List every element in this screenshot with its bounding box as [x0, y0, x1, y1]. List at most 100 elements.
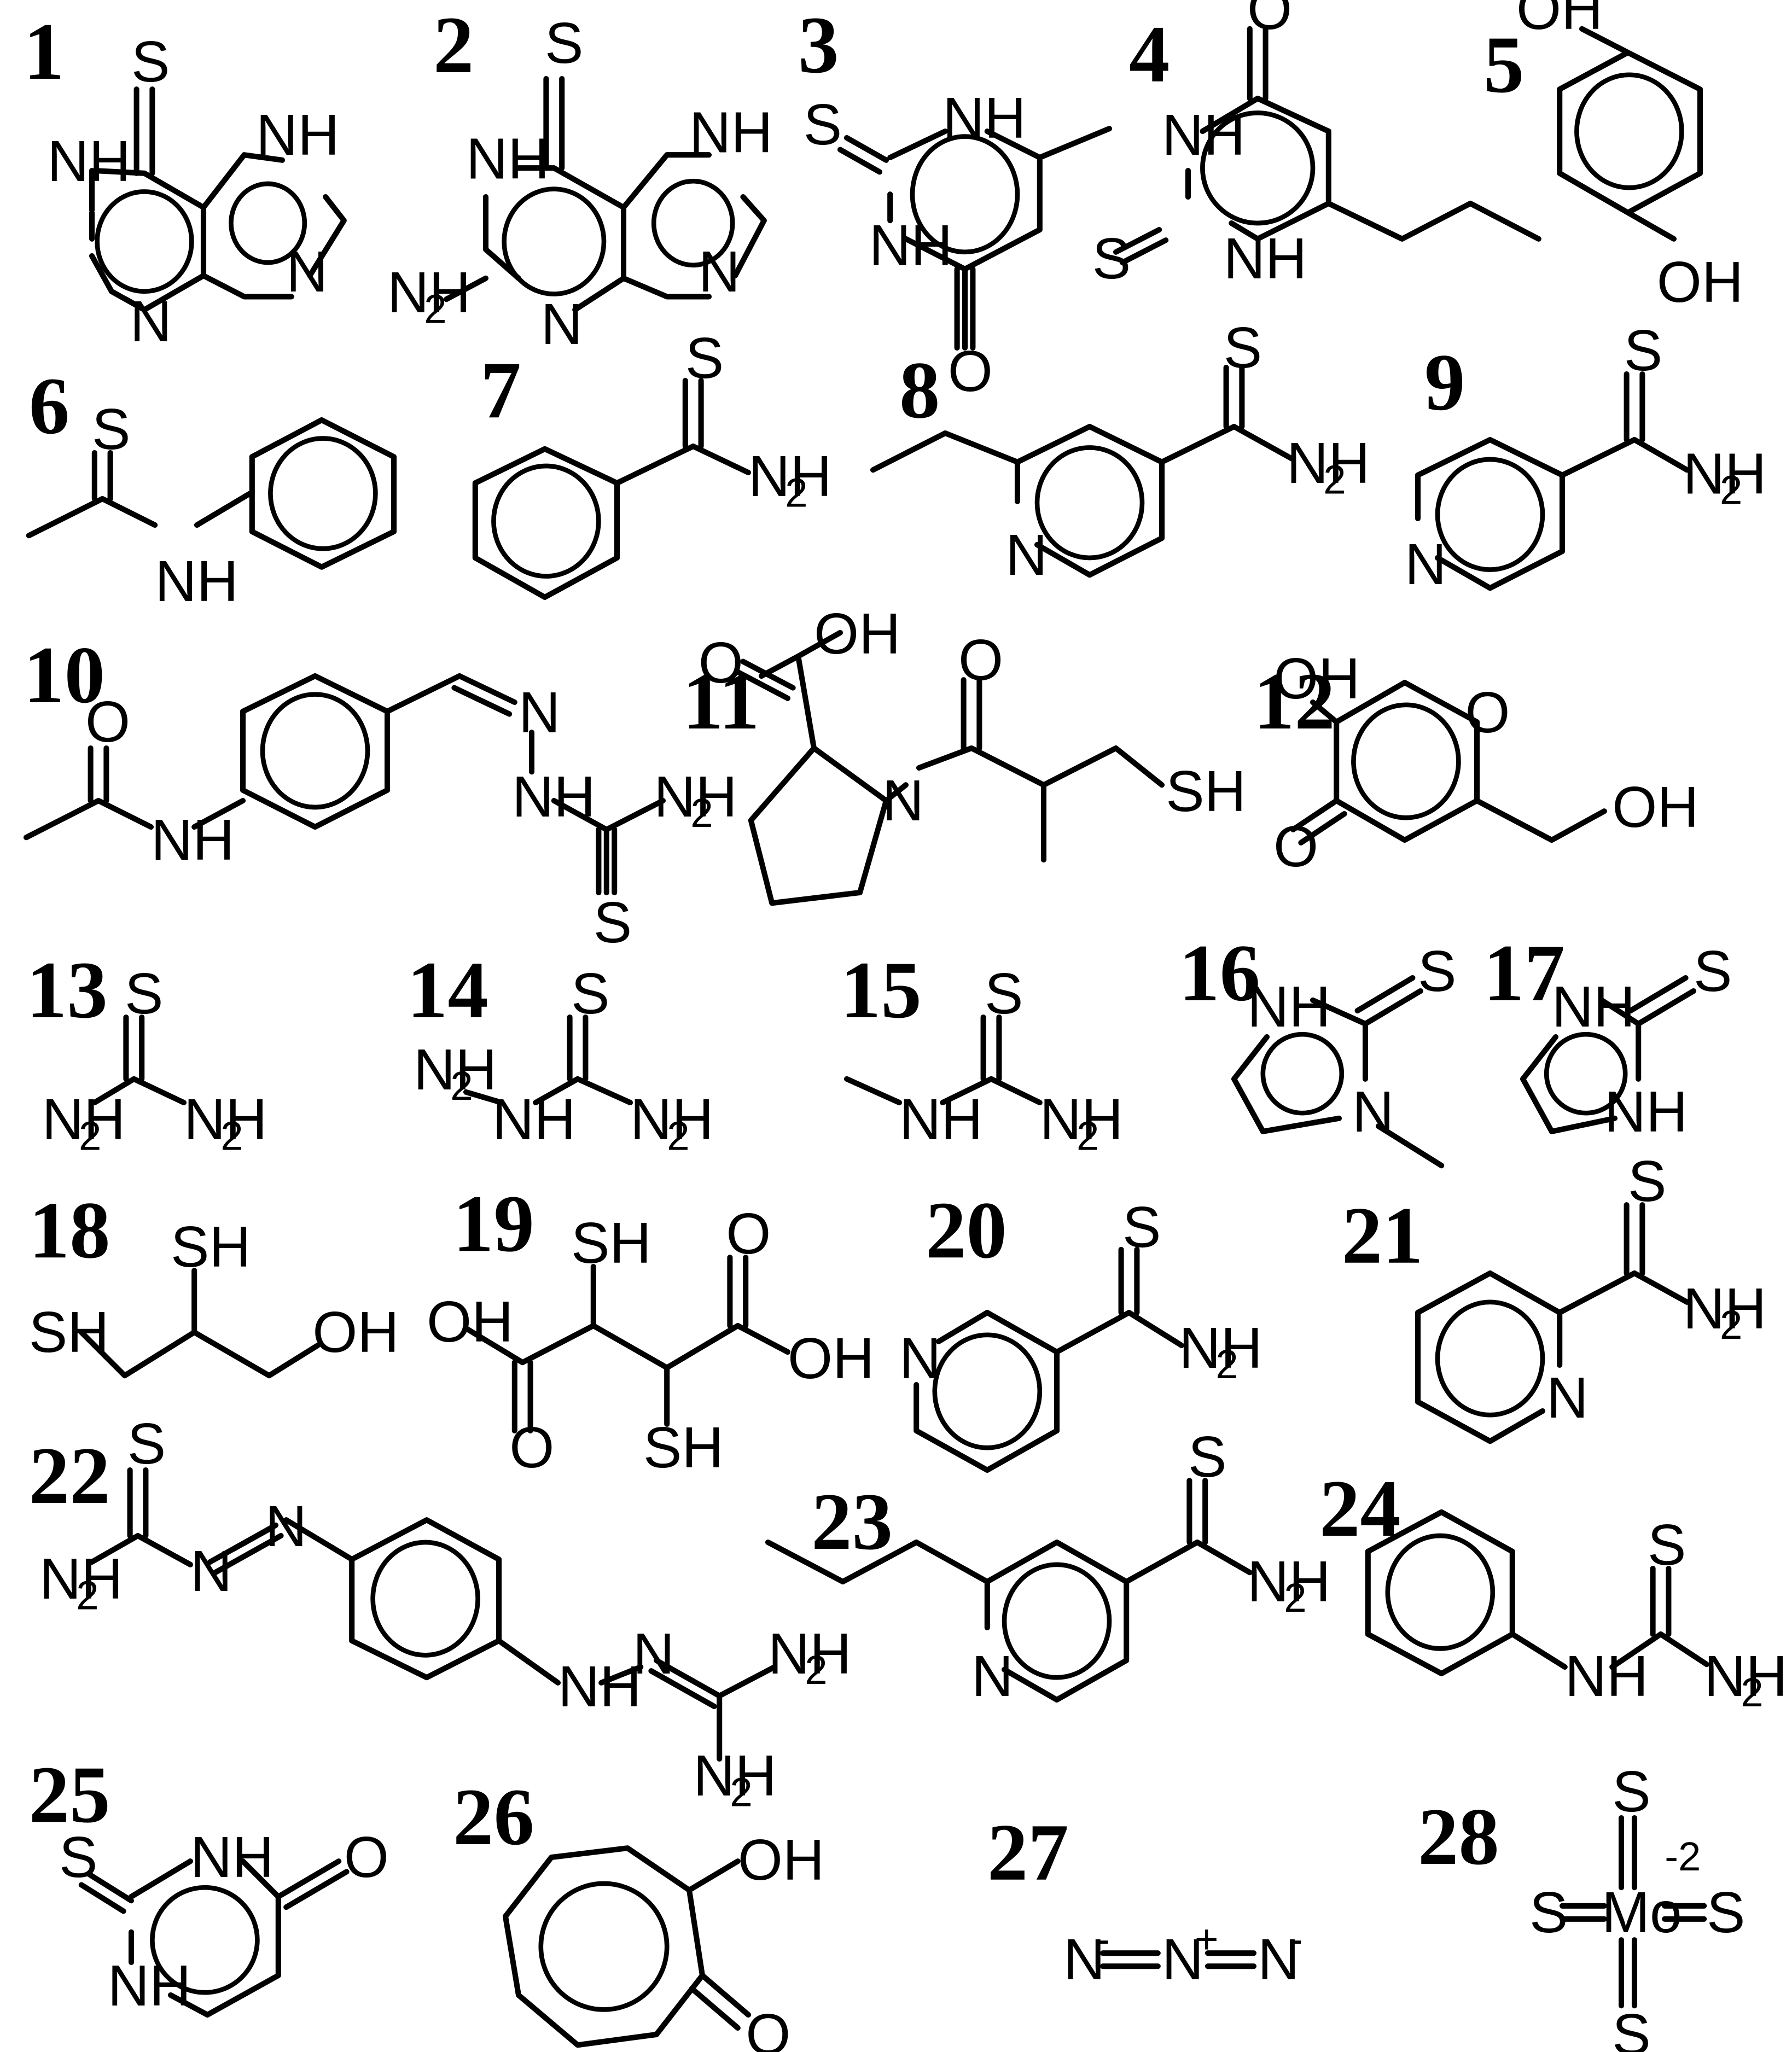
aromatic-ring-circle	[95, 189, 194, 294]
compound-17-structure: S NH NH	[1520, 939, 1732, 1144]
atom-label: 2	[667, 1113, 689, 1158]
atom-label: NH	[466, 126, 550, 191]
atom-label: N	[1546, 1366, 1588, 1430]
atom-label: NH	[1247, 975, 1331, 1039]
compound-14-structure: S NH2 NH NH2	[414, 961, 714, 1159]
compound-27-structure: N- N+ N-	[1063, 1916, 1303, 1992]
bond-lines	[887, 126, 1113, 351]
compound-number-5: 5	[1483, 20, 1524, 110]
compound-number-3: 3	[798, 0, 839, 90]
bond-lines	[980, 1014, 1002, 1082]
atom-label: -	[1096, 1916, 1110, 1962]
atom-label: S	[127, 1412, 166, 1476]
atom-label: N	[971, 1644, 1013, 1709]
bond-lines	[1650, 1565, 1672, 1637]
atom-label: S	[594, 890, 632, 955]
atom-label: S	[685, 326, 724, 390]
atom-label: 2	[1720, 468, 1742, 513]
atom-label: SH	[643, 1415, 724, 1480]
atom-label: SH	[171, 1215, 251, 1279]
bond-lines	[1627, 975, 1697, 1027]
compound-25-structure: S NH O NH	[59, 1825, 389, 2018]
atom-label: 2	[79, 1113, 101, 1158]
compound-number-18: 18	[29, 1185, 110, 1275]
compound-20-structure: S N NH2	[899, 1195, 1262, 1473]
atom-label: N	[699, 240, 740, 304]
bond-lines	[511, 1360, 533, 1434]
aromatic-ring-circle	[1351, 702, 1461, 820]
bond-lines	[528, 730, 666, 896]
bond-lines	[78, 1268, 321, 1379]
atom-label: NH	[869, 213, 953, 278]
compound-number-23: 23	[811, 1477, 893, 1567]
bond-lines	[78, 1872, 135, 1914]
bond-lines	[727, 1255, 749, 1329]
compound-number-1: 1	[24, 7, 64, 97]
atom-label: NH	[1247, 1549, 1331, 1614]
aromatic-ring-circle	[1260, 1031, 1345, 1116]
bond-lines	[443, 165, 627, 313]
compound-26-structure: OH O	[502, 1828, 824, 2052]
compound-number-26: 26	[453, 1772, 534, 1862]
aromatic-ring-circle	[491, 463, 601, 579]
compound-number-19: 19	[453, 1179, 534, 1269]
aromatic-ring-circle	[1544, 1031, 1628, 1116]
compound-18-structure: SH SH OH	[29, 1215, 399, 1379]
compound-3-structure: S NH NH O	[804, 86, 1113, 404]
atom-label: N	[1405, 532, 1446, 597]
bond-lines	[502, 1845, 741, 2048]
atom-label: N	[633, 1622, 674, 1686]
atom-label: NH	[414, 1037, 497, 1102]
aromatic-ring-circle	[1385, 1533, 1496, 1651]
atom-label: S	[1188, 1425, 1226, 1489]
bond-lines	[914, 1309, 1185, 1473]
atom-label: 2	[785, 470, 807, 515]
compound-5-structure: OH OH	[1516, 0, 1743, 314]
compound-number-17: 17	[1483, 928, 1565, 1018]
bond-lines	[1290, 797, 1347, 846]
atom-label: O	[1247, 0, 1292, 42]
atom-label: NH	[387, 260, 471, 325]
atom-label: S	[59, 1825, 97, 1890]
atom-label: N	[1258, 1927, 1299, 1992]
atom-label: O	[746, 2002, 790, 2052]
atom-label: 2	[1741, 1670, 1763, 1715]
aromatic-ring-circle	[538, 1881, 670, 2012]
atom-label: 2	[1720, 1302, 1742, 1348]
bond-lines	[463, 1263, 791, 1427]
atom-label: O	[1465, 680, 1510, 745]
atom-label: S	[131, 30, 170, 94]
bond-lines	[1099, 1950, 1257, 1969]
atom-label: N	[286, 240, 328, 304]
atom-label: NH	[654, 765, 737, 829]
compound-number-12: 12	[1254, 656, 1335, 747]
atom-label: S	[1418, 939, 1456, 1004]
atom-label: S	[1624, 318, 1662, 383]
compound-4-structure: O NH NH S	[1092, 0, 1541, 291]
atom-label: N	[541, 292, 583, 357]
compound-number-15: 15	[840, 945, 922, 1035]
bond-lines	[1354, 975, 1423, 1027]
aromatic-ring-circle	[651, 178, 735, 268]
compound-8-structure: S NH2 N	[870, 316, 1370, 587]
compound-24-structure: S NH NH2	[1365, 1509, 1788, 1715]
atom-label: O	[958, 628, 1003, 692]
atom-label: S	[125, 961, 163, 1026]
bond-lines	[682, 377, 704, 450]
bond-lines	[123, 1014, 145, 1082]
atom-label: S	[1707, 1880, 1745, 1945]
atom-label: S	[1648, 1513, 1686, 1577]
atom-label: -	[1289, 1916, 1303, 1962]
atom-label: O	[1273, 814, 1318, 879]
atom-label: 2	[220, 1113, 243, 1158]
atom-label: NH	[39, 1547, 123, 1611]
atom-label: NH	[558, 1654, 642, 1719]
atom-label: O	[85, 690, 130, 754]
bond-lines	[1415, 436, 1690, 591]
atom-label: O	[509, 1415, 554, 1480]
atom-label: S	[1612, 1759, 1650, 1824]
atom-label: N	[519, 680, 560, 745]
compound-2-structure: S NH N NH2 NH N	[387, 11, 773, 357]
bond-lines	[463, 1076, 633, 1106]
